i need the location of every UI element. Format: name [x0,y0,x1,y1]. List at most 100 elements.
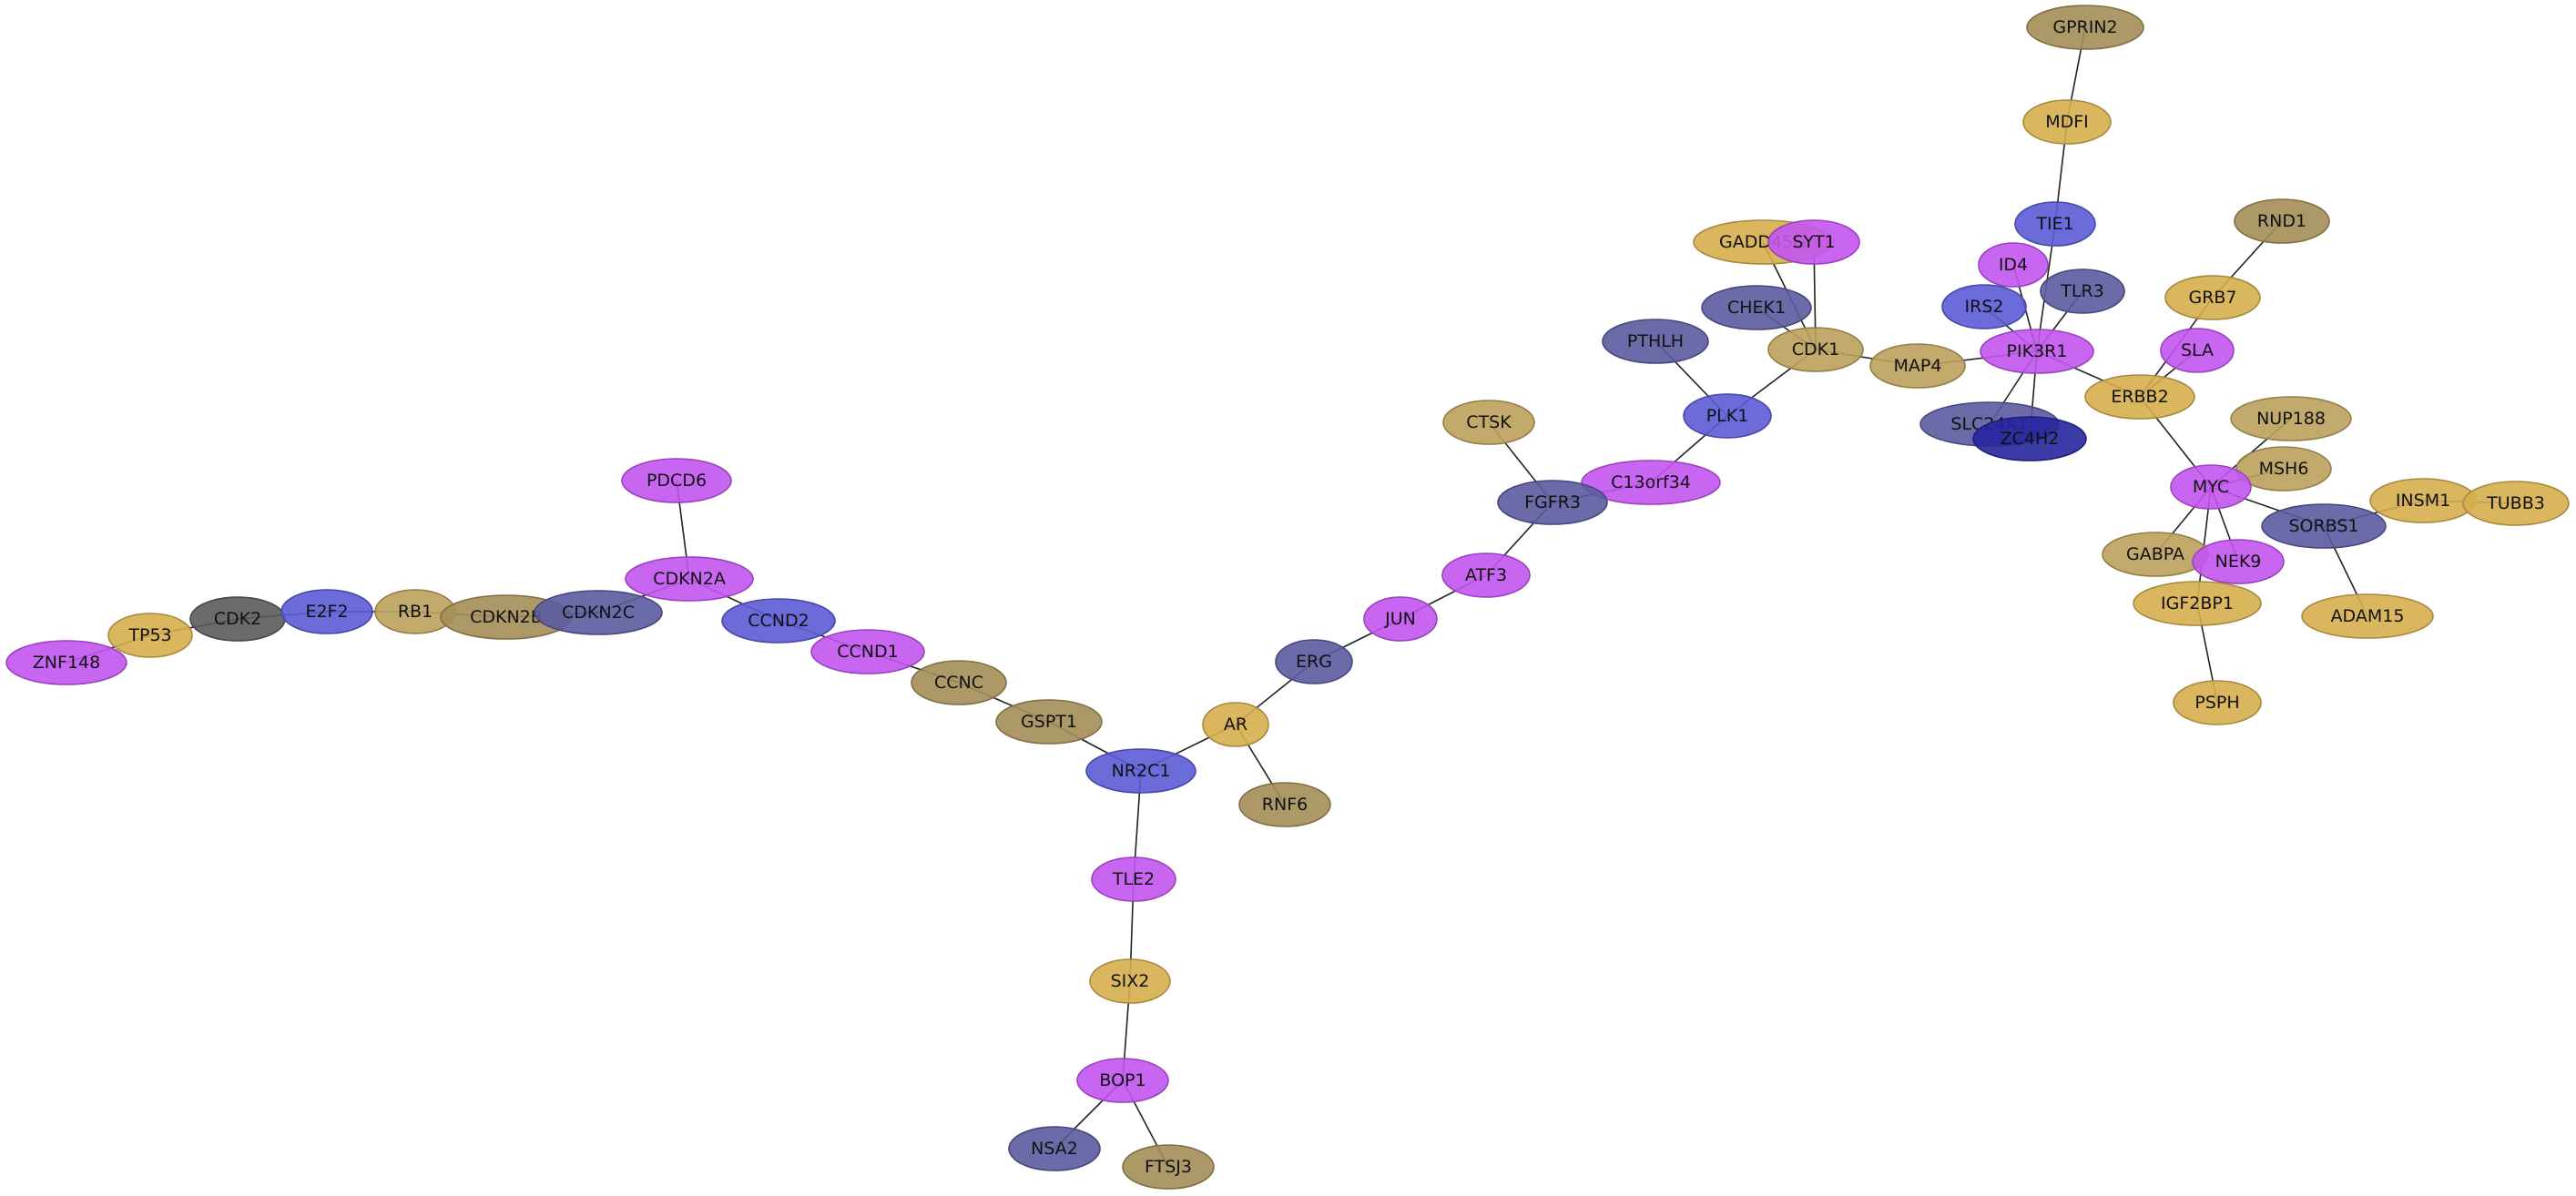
node-ccnd2[interactable]: CCND2 [721,598,836,644]
node-tlr3[interactable]: TLR3 [2040,269,2125,314]
node-shape [1076,1058,1169,1103]
node-label: PIK3R1 [2007,341,2068,361]
node-shape [1869,343,1966,389]
node-shape [1980,329,2094,374]
node-label: ERBB2 [2111,387,2168,407]
node-nr2c1[interactable]: NR2C1 [1085,748,1196,794]
node-gprin2[interactable]: GPRIN2 [2026,5,2144,50]
node-chek1[interactable]: CHEK1 [1701,285,1812,330]
node-shape [1602,319,1709,364]
node-shape [1497,480,1608,525]
node-shape [1701,285,1812,330]
node-tie1[interactable]: TIE1 [2014,201,2096,247]
node-znf148[interactable]: ZNF148 [5,640,127,685]
node-label: CDK1 [1792,340,1839,360]
node-gabpa[interactable]: GABPA [2102,532,2209,577]
node-cdk1[interactable]: CDK1 [1767,327,1864,372]
node-ar[interactable]: AR [1202,702,1269,747]
node-ccnc[interactable]: CCNC [911,660,1007,705]
node-shape [2192,539,2285,584]
node-label: CCNC [934,673,983,693]
node-e2f2[interactable]: E2F2 [280,589,373,634]
node-map4[interactable]: MAP4 [1869,343,1966,389]
node-shape [1978,242,2049,288]
node-tubb3[interactable]: TUBB3 [2462,481,2570,526]
node-shape [1202,702,1269,747]
node-ccnd1[interactable]: CCND1 [810,629,925,674]
node-sorbs1[interactable]: SORBS1 [2261,503,2387,549]
node-label: ID4 [1999,255,2028,275]
node-nsa2[interactable]: NSA2 [1008,1126,1101,1171]
node-shape [1767,327,1864,372]
node-cdk2[interactable]: CDK2 [189,596,286,642]
node-syt1[interactable]: SYT1 [1767,219,1860,265]
node-label: TIE1 [2035,214,2073,234]
node-jun[interactable]: JUN [1363,596,1438,642]
node-gspt1[interactable]: GSPT1 [995,699,1103,745]
node-label: PTHLH [1627,331,1684,351]
node-shape [2133,581,2262,626]
node-shape [534,590,663,635]
node-label: TLE2 [1112,869,1155,889]
node-shape [2084,374,2195,420]
node-label: ZNF148 [33,653,100,673]
node-msh6[interactable]: MSH6 [2235,446,2332,492]
node-label: CDKN2A [653,569,726,589]
node-pthlh[interactable]: PTHLH [1602,319,1709,364]
node-psph[interactable]: PSPH [2173,680,2262,725]
node-shape [2026,5,2144,50]
node-sla[interactable]: SLA [2160,328,2235,373]
node-bop1[interactable]: BOP1 [1076,1058,1169,1103]
node-shape [1363,596,1438,642]
node-grb7[interactable]: GRB7 [2164,275,2261,320]
node-mdfi[interactable]: MDFI [2022,99,2112,145]
node-nup188[interactable]: NUP188 [2230,396,2352,441]
node-label: SIX2 [1111,971,1150,991]
node-myc[interactable]: MYC [2170,464,2252,510]
node-zc4h2[interactable]: ZC4H2 [1972,416,2087,461]
node-tle2[interactable]: TLE2 [1091,856,1176,902]
node-ctsk[interactable]: CTSK [1442,400,1535,445]
node-adam15[interactable]: ADAM15 [2301,593,2434,639]
node-erg[interactable]: ERG [1275,639,1353,684]
node-shape [2230,396,2352,441]
node-id4[interactable]: ID4 [1978,242,2049,288]
node-shape [1008,1126,1101,1171]
node-pik3r1[interactable]: PIK3R1 [1980,329,2094,374]
node-label: CDK2 [214,609,261,629]
node-shape [1767,219,1860,265]
node-shape [1972,416,2087,461]
node-rb1[interactable]: RB1 [374,589,456,634]
node-cdkn2c[interactable]: CDKN2C [534,590,663,635]
node-cdkn2a[interactable]: CDKN2A [625,556,754,602]
node-tp53[interactable]: TP53 [107,613,193,658]
node-nek9[interactable]: NEK9 [2192,539,2285,584]
node-shape [721,598,836,644]
node-plk1[interactable]: PLK1 [1683,393,1772,439]
node-shape [1581,460,1721,505]
node-label: RND1 [2257,211,2306,231]
node-label: TP53 [127,625,171,645]
node-pdcd6[interactable]: PDCD6 [621,458,732,503]
node-ftsj3[interactable]: FTSJ3 [1122,1144,1215,1190]
node-label: C13orf34 [1611,472,1691,492]
node-label: CTSK [1466,412,1512,432]
node-shape [1238,782,1331,827]
node-fgfr3[interactable]: FGFR3 [1497,480,1608,525]
node-label: GABPA [2126,544,2184,564]
node-shape [2014,201,2096,247]
node-atf3[interactable]: ATF3 [1441,552,1531,598]
node-six2[interactable]: SIX2 [1089,958,1171,1004]
node-label: IRS2 [1965,297,2004,317]
node-igf2bp1[interactable]: IGF2BP1 [2133,581,2262,626]
node-insm1[interactable]: INSM1 [2369,478,2477,523]
node-rnd1[interactable]: RND1 [2234,198,2330,244]
node-erbb2[interactable]: ERBB2 [2084,374,2195,420]
node-label: BOP1 [1099,1070,1145,1090]
node-label: PSPH [2194,693,2239,713]
node-label: TUBB3 [2486,493,2545,513]
node-label: MDFI [2045,112,2089,132]
node-rnf6[interactable]: RNF6 [1238,782,1331,827]
node-c13orf34[interactable]: C13orf34 [1581,460,1721,505]
node-irs2[interactable]: IRS2 [1941,284,2027,329]
